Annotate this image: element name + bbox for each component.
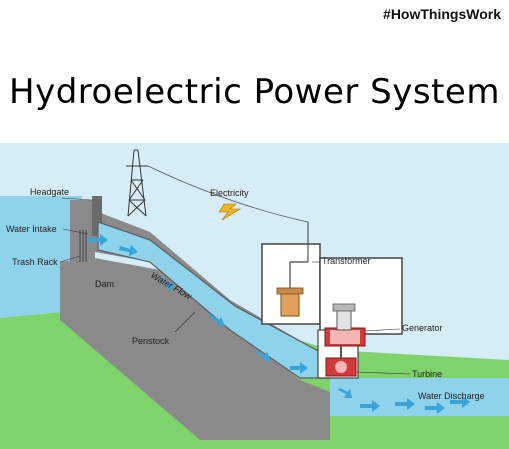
power-line xyxy=(147,165,309,223)
electricity-bolt-icon xyxy=(218,203,242,221)
flow-arrow xyxy=(255,350,271,361)
powerhouse-right xyxy=(319,257,403,335)
label-electricity: Electricity xyxy=(210,188,249,198)
discharge-arrow xyxy=(425,402,445,414)
discharge-arrow xyxy=(360,400,380,412)
label-dam: Dam xyxy=(95,279,114,289)
dam-base xyxy=(60,258,330,440)
flow-arrow xyxy=(119,245,138,256)
discharge-arrow xyxy=(395,398,415,410)
leader-lines xyxy=(59,197,411,375)
transformer xyxy=(276,261,308,317)
label-generator: Generator xyxy=(402,323,443,333)
hashtag-text: #HowThingsWork xyxy=(383,6,501,22)
label-headgate: Headgate xyxy=(30,187,69,197)
transmission-tower xyxy=(126,149,148,217)
flow-arrow xyxy=(160,276,174,290)
discharge-arrow xyxy=(450,396,470,408)
flow-arrow xyxy=(338,388,352,398)
turbine xyxy=(325,346,357,377)
trash-rack xyxy=(79,230,87,262)
diagram-title: Hydroelectric Power System xyxy=(9,72,500,112)
label-penstock: Penstock xyxy=(132,336,170,346)
generator xyxy=(324,303,366,347)
flow-arrow xyxy=(209,314,225,326)
label-transformer: Transformer xyxy=(322,256,371,266)
flow-arrows xyxy=(88,234,470,414)
label-water-intake: Water Intake xyxy=(6,224,57,234)
label-trash-rack: Trash Rack xyxy=(12,257,58,267)
flow-arrow xyxy=(290,362,308,374)
intake-arrow xyxy=(88,234,108,246)
label-turbine: Turbine xyxy=(412,369,442,379)
label-water-discharge: Water Discharge xyxy=(418,391,485,401)
